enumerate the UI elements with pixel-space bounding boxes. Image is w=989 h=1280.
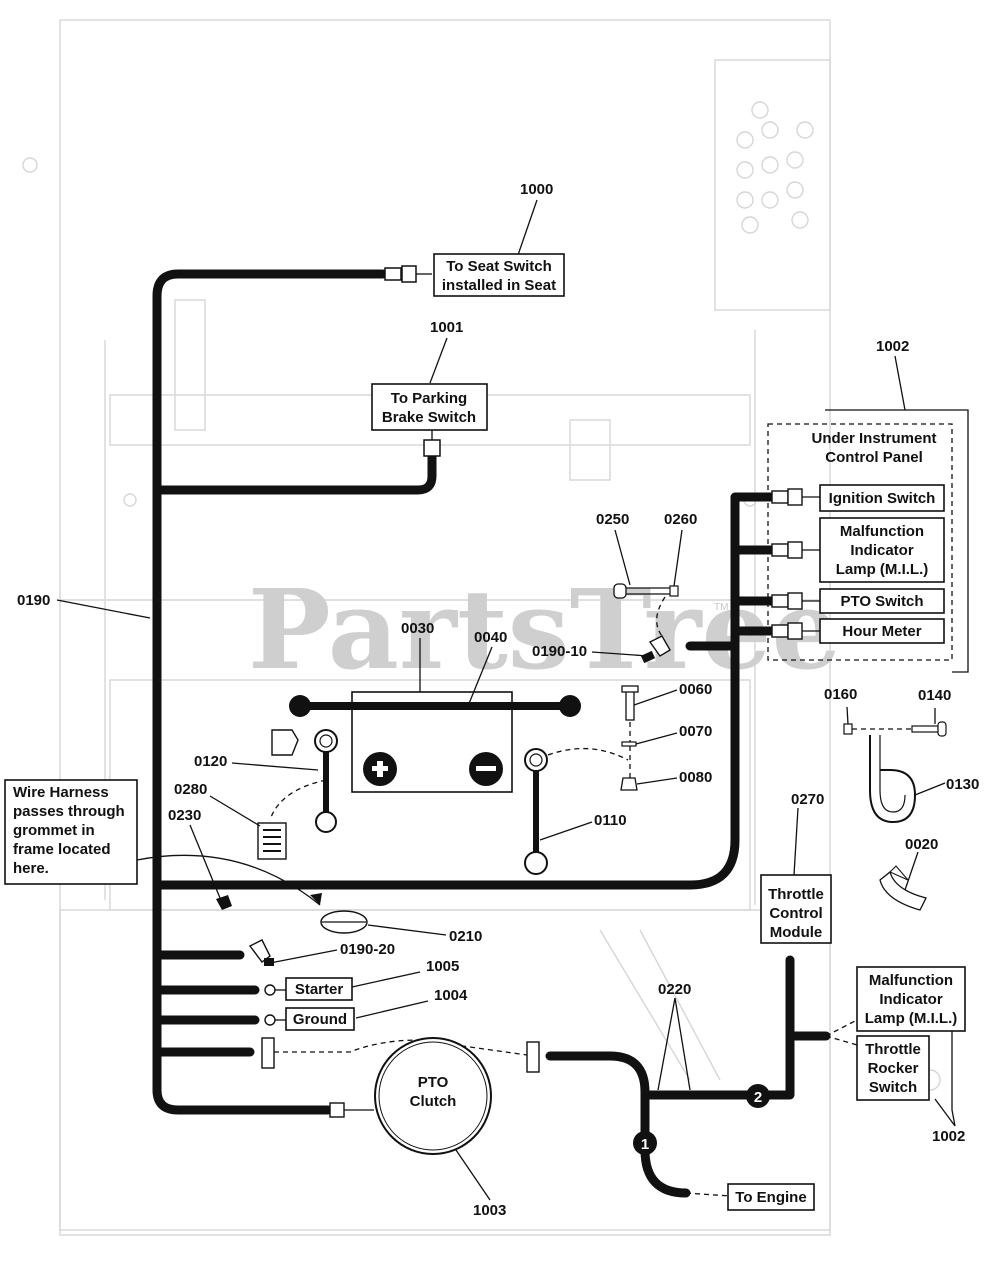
callout-0210: 0210 (449, 928, 482, 945)
battery-assembly (257, 685, 639, 875)
callout-0070: 0070 (679, 723, 712, 740)
callout-1000: 1000 (520, 181, 553, 198)
svg-text:Module: Module (770, 924, 823, 941)
bolt (625, 689, 635, 721)
callout-0110: 0110 (594, 812, 627, 829)
pto-clutch-label: PTO Clutch (410, 1074, 457, 1110)
svg-text:Indicator: Indicator (850, 542, 914, 559)
callout-1002-bottom: 1002 (932, 1128, 965, 1145)
mil-panel-label: Malfunction (840, 523, 924, 540)
callout-0040: 0040 (474, 629, 507, 646)
panel-title: Under Instrument (811, 430, 936, 447)
instrument-panel: Under Instrument Control Panel Ignition … (767, 423, 953, 661)
mil-lower-label: Malfunction Indicator Lamp (M.I.L.) (856, 966, 966, 1032)
svg-text:frame located: frame located (13, 841, 111, 858)
svg-text:1: 1 (641, 1136, 649, 1153)
hour-meter-label: Hour Meter (842, 623, 921, 640)
svg-text:Starter: Starter (295, 981, 344, 998)
callout-0020: 0020 (905, 836, 938, 853)
svg-text:Throttle: Throttle (865, 1041, 921, 1058)
svg-text:passes through: passes through (13, 803, 125, 820)
callout-1005: 1005 (426, 958, 459, 975)
seat-switch-label: To Seat Switch installed in Seat (433, 253, 565, 297)
callout-0230: 0230 (168, 807, 201, 824)
callout-0030: 0030 (401, 620, 434, 637)
callout-0140: 0140 (918, 687, 951, 704)
svg-text:Lamp (M.I.L.): Lamp (M.I.L.) (836, 561, 929, 578)
callout-0250: 0250 (596, 511, 629, 528)
callout-numbers: 1000 1001 1002 0190 0250 0260 0190-10 00… (17, 181, 979, 1219)
callout-0270: 0270 (791, 791, 824, 808)
svg-text:Throttle: Throttle (768, 886, 824, 903)
harness-note: Wire Harness passes through grommet in f… (4, 779, 138, 885)
to-engine-label: To Engine (727, 1183, 815, 1211)
leader-lines (56, 199, 969, 1201)
callout-0120: 0120 (194, 753, 227, 770)
callout-0280: 0280 (174, 781, 207, 798)
callout-1001: 1001 (430, 319, 463, 336)
rocker-switch-label: Throttle Rocker Switch (856, 1035, 930, 1101)
nut (620, 777, 638, 791)
watermark-tm: TM (714, 602, 728, 613)
pto-clutch (374, 1037, 492, 1155)
callout-1003: 1003 (473, 1202, 506, 1219)
svg-text:Rocker: Rocker (868, 1060, 919, 1077)
callout-0260: 0260 (664, 511, 697, 528)
cable-tie (879, 870, 927, 911)
svg-text:here.: here. (13, 860, 49, 877)
parking-brake-label: To Parking Brake Switch (371, 383, 488, 431)
svg-text:Lamp (M.I.L.): Lamp (M.I.L.) (865, 1010, 958, 1027)
marker-1: 1 (633, 1131, 657, 1155)
callout-0160: 0160 (824, 686, 857, 703)
svg-text:Indicator: Indicator (879, 991, 943, 1008)
callout-0190: 0190 (17, 592, 50, 609)
main-harness (152, 269, 831, 1198)
svg-text:Ground: Ground (293, 1011, 347, 1028)
starter-label: Starter (285, 977, 353, 1001)
svg-text:To Parking: To Parking (391, 390, 467, 407)
svg-text:Switch: Switch (869, 1079, 917, 1096)
svg-text:Malfunction: Malfunction (869, 972, 953, 989)
svg-text:Control: Control (769, 905, 822, 922)
terminal-boot (271, 729, 299, 756)
washer (621, 741, 637, 747)
pto-switch-label: PTO Switch (840, 593, 923, 610)
callout-1002-top: 1002 (876, 338, 909, 355)
callout-0080: 0080 (679, 769, 712, 786)
callout-0190-20: 0190-20 (340, 941, 395, 958)
clip-0230 (216, 895, 232, 910)
fuse-holder (257, 822, 287, 860)
svg-text:Control Panel: Control Panel (825, 449, 923, 466)
svg-text:2: 2 (754, 1089, 762, 1106)
callout-0190-10: 0190-10 (532, 643, 587, 660)
svg-text:installed in Seat: installed in Seat (442, 277, 556, 294)
callout-1004: 1004 (434, 987, 468, 1004)
callout-0220: 0220 (658, 981, 691, 998)
svg-text:PTO: PTO (418, 1074, 449, 1091)
callout-0130: 0130 (946, 776, 979, 793)
ignition-switch-label: Ignition Switch (829, 490, 936, 507)
svg-text:To Seat Switch: To Seat Switch (446, 258, 552, 275)
svg-text:Clutch: Clutch (410, 1093, 457, 1110)
svg-text:To Engine: To Engine (735, 1189, 806, 1206)
svg-text:Wire Harness: Wire Harness (13, 784, 109, 801)
throttle-module-label: Throttle Control Module (760, 874, 832, 944)
clamp-hardware (843, 721, 947, 911)
marker-2: 2 (746, 1084, 770, 1108)
ground-label: Ground (285, 1007, 355, 1031)
callout-0060: 0060 (679, 681, 712, 698)
svg-text:grommet in: grommet in (13, 822, 95, 839)
svg-text:Brake Switch: Brake Switch (382, 409, 476, 426)
